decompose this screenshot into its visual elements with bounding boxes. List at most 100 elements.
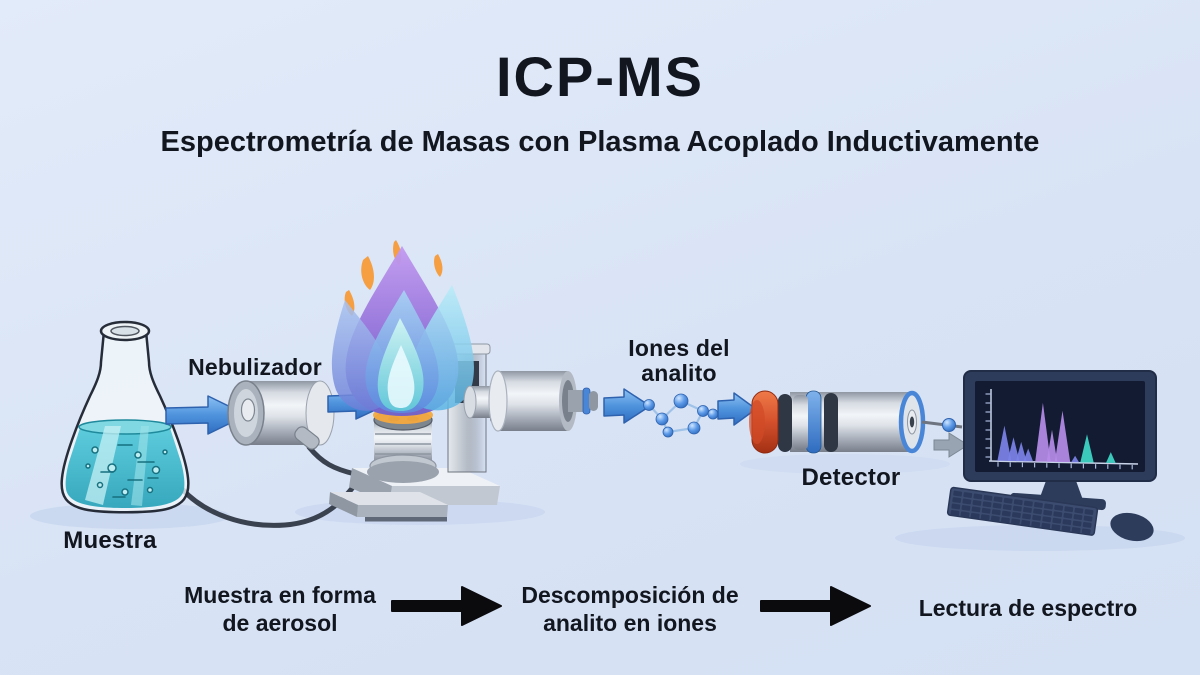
keyboard-key	[1033, 502, 1043, 508]
flame-core	[387, 345, 415, 408]
process-step-aerosol: Muestra en forma de aerosol	[160, 581, 400, 637]
subtitle-line-2: Plasma Acoplado Inductivamente	[578, 126, 1040, 158]
keyboard-key	[981, 507, 991, 514]
ions-label-line-2: analito	[641, 360, 717, 386]
spectrum-peaks	[997, 402, 1116, 463]
nebulizer	[227, 380, 335, 450]
keyboard-key	[952, 497, 962, 503]
step2-line1: Descomposición de	[521, 582, 739, 608]
analyte-ions	[643, 393, 719, 438]
keyboard-key	[1022, 513, 1032, 520]
keyboard-key	[991, 509, 1001, 516]
keyboard-key	[1021, 519, 1031, 526]
detector	[749, 390, 969, 458]
keyboard-key	[1072, 520, 1082, 527]
flask-bubbles	[85, 446, 168, 496]
keyboard-key	[1062, 519, 1072, 526]
detector-blue-ring	[805, 390, 822, 454]
keyboard-key	[970, 512, 980, 519]
step1-line2: de aerosol	[222, 610, 338, 636]
process-arrow-1-icon	[391, 586, 502, 626]
keyboard-key	[1033, 508, 1043, 515]
spectrum-peak	[1071, 455, 1079, 463]
page-subtitle: Espectrometría de Masas con Plasma Acopl…	[0, 124, 1200, 161]
keyboard-key	[1023, 500, 1033, 507]
keyboard-key	[1052, 517, 1062, 524]
keyboard-key	[1074, 507, 1084, 514]
subtitle-line-1: Espectrometría de Masas con	[160, 126, 570, 158]
spectrum-peak	[1007, 437, 1020, 461]
keyboard-key	[1013, 499, 1023, 506]
keyboard-key	[960, 511, 970, 518]
tube-blue-band	[582, 387, 591, 415]
keyboard-key	[1031, 521, 1041, 528]
keyboard-key	[1071, 527, 1081, 533]
keyboard-key	[1001, 510, 1011, 517]
keyboard-key	[1011, 512, 1021, 518]
liquid-highlight	[85, 426, 121, 505]
plasma-flame	[331, 240, 474, 424]
keyboard-key	[1082, 522, 1092, 528]
keyboard-key	[1043, 509, 1053, 516]
keyboard	[946, 486, 1099, 536]
interface-tube	[463, 370, 598, 432]
keyboard-key	[1000, 517, 1010, 523]
keyboard-key	[1003, 497, 1013, 504]
step3-line1: Lectura de espectro	[918, 595, 1138, 621]
burner	[367, 409, 439, 483]
keyboard-key	[993, 496, 1003, 503]
keyboard-key	[1061, 525, 1071, 532]
keyboard-key	[1032, 514, 1042, 521]
detector-output-pin	[921, 418, 963, 432]
spectrum-peak	[997, 425, 1012, 461]
keyboard-key	[983, 494, 993, 501]
liquid-surface	[78, 419, 172, 435]
keyboard-key	[1002, 504, 1012, 511]
keyboard-key	[1022, 507, 1032, 513]
keyboard-key	[953, 490, 963, 497]
keyboard-key	[971, 506, 981, 513]
keyboard-key	[1012, 505, 1022, 512]
keyboard-key	[963, 492, 973, 498]
step2-line2: analito en iones	[543, 610, 717, 636]
keyboard-key	[992, 502, 1002, 509]
keyboard-key	[1042, 516, 1052, 523]
keyboard-key	[1054, 504, 1064, 511]
keyboard-key	[982, 501, 992, 508]
keyboard-key	[1044, 503, 1054, 510]
process-arrow-2-icon	[760, 586, 871, 626]
detector-label: Detector	[801, 464, 901, 491]
spectrum-y-axis-ticks	[985, 393, 991, 458]
nebulizer-inlet	[240, 398, 256, 422]
keyboard-key	[1011, 518, 1021, 525]
spectrum-peak	[1080, 434, 1094, 463]
detector-to-computer-arrow-icon	[933, 432, 969, 458]
flask-mouth-inner	[110, 325, 140, 337]
keyboard-key	[990, 515, 1000, 522]
liquid-highlight-2	[131, 426, 149, 506]
nebulizer-connector	[294, 426, 320, 450]
ions-to-detector-arrow-icon	[717, 392, 757, 426]
keyboard-keys	[950, 490, 1094, 535]
spectrum-peak	[1035, 402, 1051, 462]
keyboard-key	[973, 493, 983, 500]
spectrum-peak	[1046, 429, 1058, 462]
process-step-decomposition: Descomposición de analito en iones	[500, 581, 760, 637]
monitor-stand	[1039, 478, 1083, 500]
keyboard-key	[961, 504, 971, 511]
keyboard-key	[1041, 522, 1051, 529]
keyboard-key	[1084, 509, 1094, 516]
sample-to-nebulizer-arrow-icon	[165, 395, 248, 435]
ions-label-line-1: Iones del	[628, 335, 730, 361]
process-step-spectrum-reading: Lectura de espectro	[898, 594, 1158, 622]
spectrum-x-axis-ticks	[997, 462, 1133, 470]
keyboard-key	[980, 514, 990, 521]
spectrum-peak	[1054, 410, 1071, 462]
spectrum-peak	[1106, 452, 1116, 463]
step1-line1: Muestra en forma	[184, 582, 376, 608]
computer	[946, 370, 1157, 542]
keyboard-key	[1063, 512, 1073, 519]
spectrum-peak	[1023, 448, 1033, 462]
